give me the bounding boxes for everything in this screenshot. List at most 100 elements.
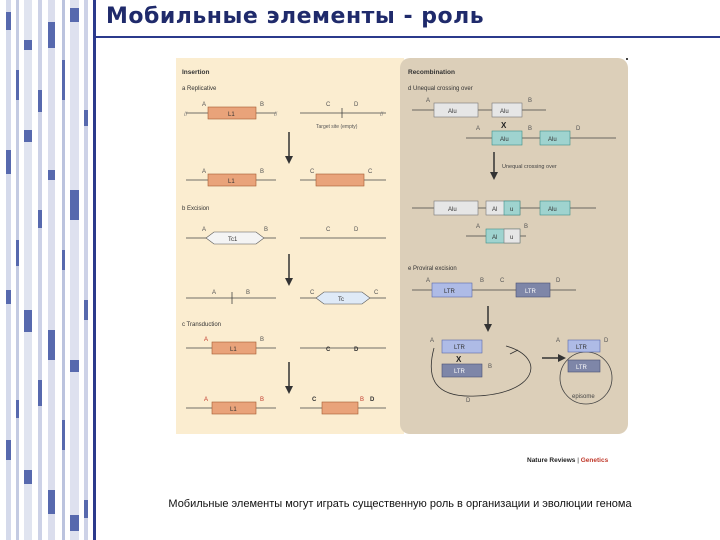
ltr-label-e2: LTR [525,289,537,295]
label-a-c2: A [204,397,208,403]
label-c-b2: C [310,290,315,296]
break-a1-left: // [184,112,188,118]
label-a-c1: A [204,337,208,343]
label-a-a2: A [202,169,206,175]
label-d-b1: D [354,227,359,233]
slide-caption: Мобильные элементы могут играть существе… [168,498,632,510]
label-a-d2: A [476,126,480,132]
subpanel-d-label: d Unequal crossing over [408,86,473,92]
credit-separator: | [575,457,581,464]
subpanel-e-label: e Proviral excision [408,266,457,272]
label-a-e3: A [556,338,560,344]
label-b-c2: B [260,397,264,403]
l1-label-c2: L1 [230,407,237,413]
label-d-e3: D [604,338,609,344]
credit-journal: Nature Reviews [527,457,576,464]
ltr-element-e6 [567,359,601,373]
insertion-panel [176,58,404,434]
ltr-element-e1 [431,282,473,298]
ltr-label-e1: LTR [444,289,456,295]
label-a-b1: A [202,227,206,233]
label-c-c1: C [326,347,331,353]
te-label-a1: L1 [228,112,235,118]
alu-label-d5: Alu [448,207,457,213]
tc1-label-b1: Tc1 [228,237,238,243]
ltr-element-e3 [441,339,483,354]
recombination-header: Recombination [408,69,455,76]
credit-section: Genetics [580,457,609,464]
label-d-e1: D [556,278,561,284]
l1-element-c2 [211,401,257,415]
label-d-c2: D [370,397,375,403]
slide-title: Мобильные элементы - роль [106,4,485,29]
ltr-label-e4: LTR [454,369,466,375]
alu-element-d4 [539,130,571,146]
cross-mark-e: X [456,355,462,364]
label-d-d2: D [576,126,581,132]
label-a-e1: A [426,278,430,284]
tc-label-b2: Tc [338,297,344,303]
alu-element-d2 [491,102,523,118]
tc-element-b2 [315,291,371,305]
loop-e [430,345,532,397]
ltr-label-e6: LTR [576,365,588,371]
corner-dot [626,58,628,60]
mobile-elements-figure: Insertion Recombination a Replicative L1… [176,58,628,434]
label-b-d8: B [524,224,528,230]
label-b-d1: B [528,98,532,104]
barcode-decoration [6,0,88,540]
label-a-a1: A [202,102,206,108]
label-d-a1: D [354,102,359,108]
alu-label-d3: Alu [500,137,509,143]
label-b-e1: B [480,278,484,284]
header-rule [96,36,720,38]
alu-element-d7 [539,200,571,216]
ltr-label-e5: LTR [576,345,588,351]
ltr-label-e3: LTR [454,345,466,351]
u-label-d6: u [510,207,513,213]
alu-element-d1 [433,102,479,118]
ltr-element-e4 [441,363,483,378]
label-c-b1: C [326,227,331,233]
ltr-element-e5 [567,339,601,353]
label-b-e2: B [488,364,492,370]
ltr-element-e2 [515,282,551,298]
alu-label-d4: Alu [548,137,557,143]
label-c-e1: C [500,278,505,284]
te-label-a2: L1 [228,179,235,185]
label-b-a2: B [260,169,264,175]
alu-label-d7: Alu [548,207,557,213]
label-c-a2: C [310,169,315,175]
label-b-b1: B [264,227,268,233]
figure-credit: Nature Reviews | Genetics [527,457,608,464]
label-b-a1: B [260,102,264,108]
label-b-d2: B [528,126,532,132]
cross-mark-d: X [501,121,507,130]
subpanel-c-label: c Transduction [182,322,221,328]
label-a-b2: A [212,290,216,296]
break-a1-right: // [274,112,278,118]
label-b-c1: B [260,337,264,343]
label-a-d8: A [476,224,480,230]
alu-element-d5 [433,200,479,216]
alu-label-d1: Alu [448,109,457,115]
al-label-d8: Al [492,235,497,241]
unequal-crossing-label: Unequal crossing over [502,164,557,170]
al-label-d6: Al [492,207,497,213]
te-element-a1 [207,106,257,120]
label-c-a1: C [326,102,331,108]
episome-label: episome [572,394,595,400]
label-d-c1: D [354,347,359,353]
alu-label-d2: Alu [500,109,509,115]
label-d-a2: C [368,169,373,175]
label-c2-b2: C [374,290,379,296]
break-a1-right2: // [380,112,384,118]
subpanel-a-label: a Replicative [182,86,217,92]
target-site-note: Target site (empty) [316,124,358,130]
l1-label-c1: L1 [230,347,237,353]
u-label-d8: u [510,235,513,241]
vertical-rule [93,0,96,540]
l1-element-c1 [211,341,257,355]
te-element-a2 [207,173,257,187]
label-b2-c2: B [360,397,364,403]
